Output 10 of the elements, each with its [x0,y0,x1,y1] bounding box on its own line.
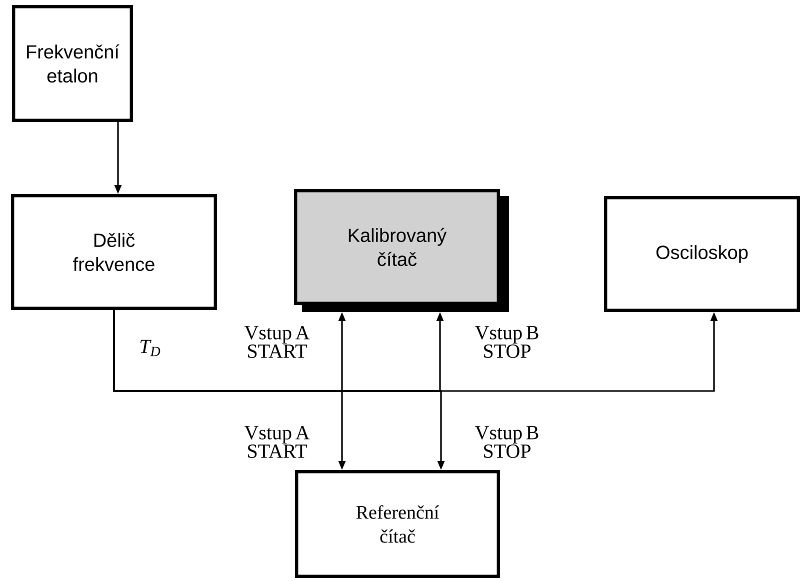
block-box: Kalibrovaný čítač [294,189,500,305]
block-box: Referenční čítač [295,470,500,578]
input-label: Vstup B STOP [475,326,538,358]
block-box: Osciloskop [604,196,800,312]
input-label: Vstup B STOP [475,426,538,458]
signal-label: T$_{D}$ [140,340,160,356]
input-label: Vstup A START [244,426,310,458]
block-box: Dělič frekvence [11,194,217,310]
input-label: Vstup A START [244,326,310,358]
block-box: Frekvenční etalon [12,5,133,122]
